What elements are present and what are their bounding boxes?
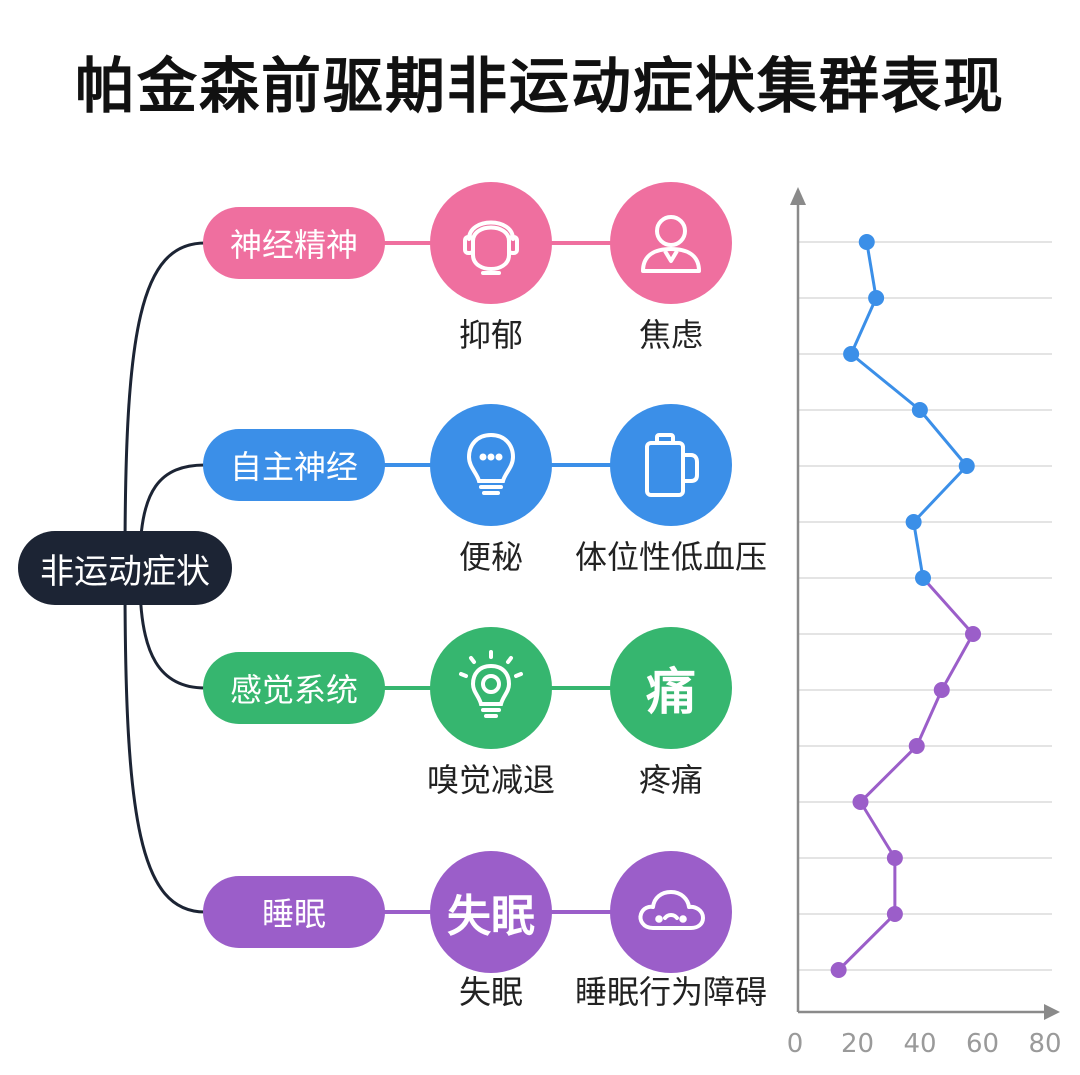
chart-data-point — [908, 738, 925, 754]
chart-data-point — [915, 570, 931, 586]
branch-neuropsychiatric: 神经精神 — [203, 207, 385, 279]
item-label-rbd: 睡眠行为障碍 — [574, 973, 767, 1011]
person-icon — [641, 215, 701, 273]
chart-line-segment — [850, 352, 921, 412]
item-circle-pain: 痛 — [610, 627, 732, 749]
chart-data-point — [830, 962, 847, 978]
chart-line-segment — [837, 912, 896, 972]
chart-x-ticks: 0 20 40 60 80 — [787, 1029, 1062, 1059]
chart-data-point — [858, 234, 875, 250]
item-label-constipation: 便秘 — [458, 538, 523, 576]
branch-autonomic: 自主神经 — [203, 429, 385, 501]
chart-y-axis-arrow — [790, 187, 806, 205]
chart-line-segment — [849, 297, 878, 355]
chart-data-point — [911, 402, 928, 418]
chart-line-segment — [865, 241, 878, 299]
item-label-insomnia: 失眠 — [458, 973, 523, 1011]
chart-line-segment — [859, 744, 918, 804]
connector-root-branch-1 — [123, 241, 206, 561]
chart-line-segment — [915, 689, 944, 747]
root-node: 非运动症状 — [18, 531, 232, 605]
item-circle-anxiety — [610, 182, 732, 304]
branch-sleep: 睡眠 — [203, 876, 385, 948]
lightbulb-icon — [466, 432, 516, 495]
item-circle-insomnia: 失眠 — [430, 851, 552, 973]
chart-grid — [798, 241, 1052, 971]
item-circle-hyposmia — [430, 627, 552, 749]
item-circle-depression — [430, 182, 552, 304]
cloud-icon — [638, 890, 705, 930]
item-label-orthostatic-hypotension: 体位性低血压 — [574, 538, 767, 576]
chart-line-segment — [912, 521, 925, 579]
chart-data-point — [886, 906, 903, 922]
chart-x-tick-label: 60 — [966, 1029, 999, 1059]
item-label-anxiety: 焦虑 — [638, 316, 703, 354]
chart-data-point — [965, 626, 981, 642]
item-label-pain: 疼痛 — [638, 761, 703, 799]
branch-sensory: 感觉系统 — [203, 652, 385, 724]
chart-data-point — [905, 514, 922, 530]
idea-bulb-icon — [459, 650, 523, 718]
connector-root-branch-4 — [123, 579, 206, 914]
item-label-depression: 抑郁 — [458, 316, 523, 354]
page-title: 帕金森前驱期非运动症状集群表现 — [75, 52, 1005, 122]
chart-series — [830, 234, 981, 978]
insomnia-glyph: 失眠 — [447, 891, 535, 942]
chart-data-point — [843, 346, 860, 362]
chart-line-segment — [918, 409, 968, 467]
chart-line-segment — [940, 633, 975, 691]
chart-x-tick-label: 0 — [787, 1029, 804, 1059]
chart-x-tick-label: 80 — [1028, 1029, 1061, 1059]
chart-data-point — [852, 794, 869, 810]
chart-data-point — [958, 458, 975, 474]
item-label-hyposmia: 嗅觉减退 — [426, 761, 555, 799]
chart-x-axis-arrow — [1044, 1004, 1060, 1020]
item-circle-rbd — [610, 851, 732, 973]
chart-x-tick-label: 40 — [903, 1029, 936, 1059]
chart-x-tick-label: 20 — [841, 1029, 874, 1059]
chart-data-point — [886, 850, 903, 866]
chart-line-segment — [859, 801, 897, 859]
chart-data-point — [868, 290, 885, 306]
chart-line-segment — [921, 577, 975, 635]
item-circle-orthostatic-hypotension — [610, 404, 732, 526]
chart-data-point — [933, 682, 950, 698]
pain-glyph: 痛 — [646, 663, 696, 721]
headset-head-icon — [463, 220, 519, 275]
mug-icon — [645, 433, 699, 497]
item-circle-constipation — [430, 404, 552, 526]
chart-line-segment — [912, 464, 968, 524]
